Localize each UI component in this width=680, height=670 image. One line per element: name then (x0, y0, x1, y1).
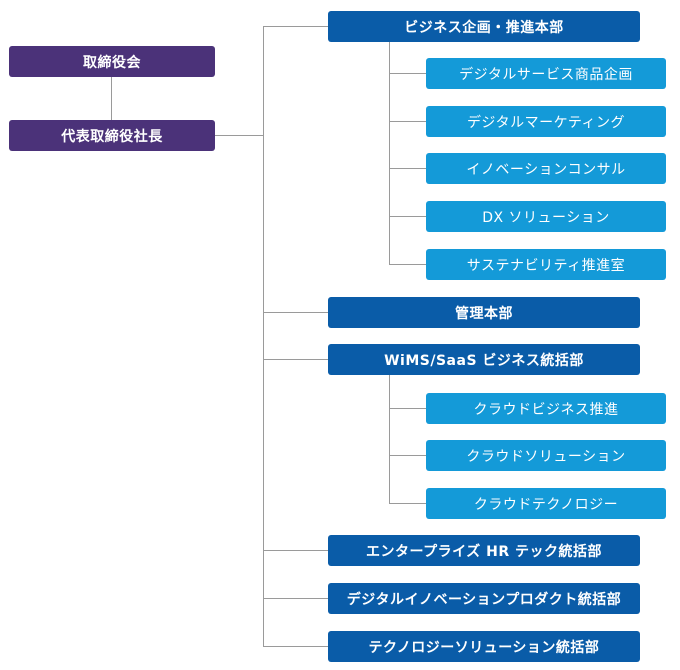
main-trunk-line (263, 26, 264, 646)
division-wims-saas: WiMS/SaaS ビジネス統括部 (328, 344, 640, 375)
ceo-trunk-connector (215, 135, 263, 136)
subunit-innovation-consulting: イノベーションコンサル (426, 153, 666, 184)
sub-branch-5 (389, 264, 426, 265)
sub-branch-cloud-2 (389, 455, 426, 456)
subunit-sustainability: サステナビリティ推進室 (426, 249, 666, 280)
branch-management (263, 312, 328, 313)
sub-trunk-wims-saas (389, 375, 390, 503)
sub-branch-1 (389, 73, 426, 74)
sub-branch-4 (389, 216, 426, 217)
division-enterprise-hr: エンタープライズ HR テック統括部 (328, 535, 640, 566)
board-box: 取締役会 (9, 46, 215, 77)
branch-enterprise-hr (263, 550, 328, 551)
division-management: 管理本部 (328, 297, 640, 328)
ceo-box: 代表取締役社長 (9, 120, 215, 151)
board-ceo-connector (111, 77, 112, 120)
division-business-planning: ビジネス企画・推進本部 (328, 11, 640, 42)
subunit-cloud-business: クラウドビジネス推進 (426, 393, 666, 424)
sub-branch-cloud-3 (389, 503, 426, 504)
branch-digital-innovation (263, 598, 328, 599)
subunit-digital-service-planning: デジタルサービス商品企画 (426, 58, 666, 89)
branch-technology-solution (263, 646, 328, 647)
division-technology-solution: テクノロジーソリューション統括部 (328, 631, 640, 662)
sub-trunk-business-planning (389, 42, 390, 264)
sub-branch-3 (389, 168, 426, 169)
subunit-digital-marketing: デジタルマーケティング (426, 106, 666, 137)
subunit-cloud-solution: クラウドソリューション (426, 440, 666, 471)
subunit-cloud-technology: クラウドテクノロジー (426, 488, 666, 519)
subunit-dx-solution: DX ソリューション (426, 201, 666, 232)
branch-business-planning (263, 26, 328, 27)
sub-branch-2 (389, 121, 426, 122)
branch-wims-saas (263, 359, 328, 360)
sub-branch-cloud-1 (389, 408, 426, 409)
division-digital-innovation: デジタルイノベーションプロダクト統括部 (328, 583, 640, 614)
